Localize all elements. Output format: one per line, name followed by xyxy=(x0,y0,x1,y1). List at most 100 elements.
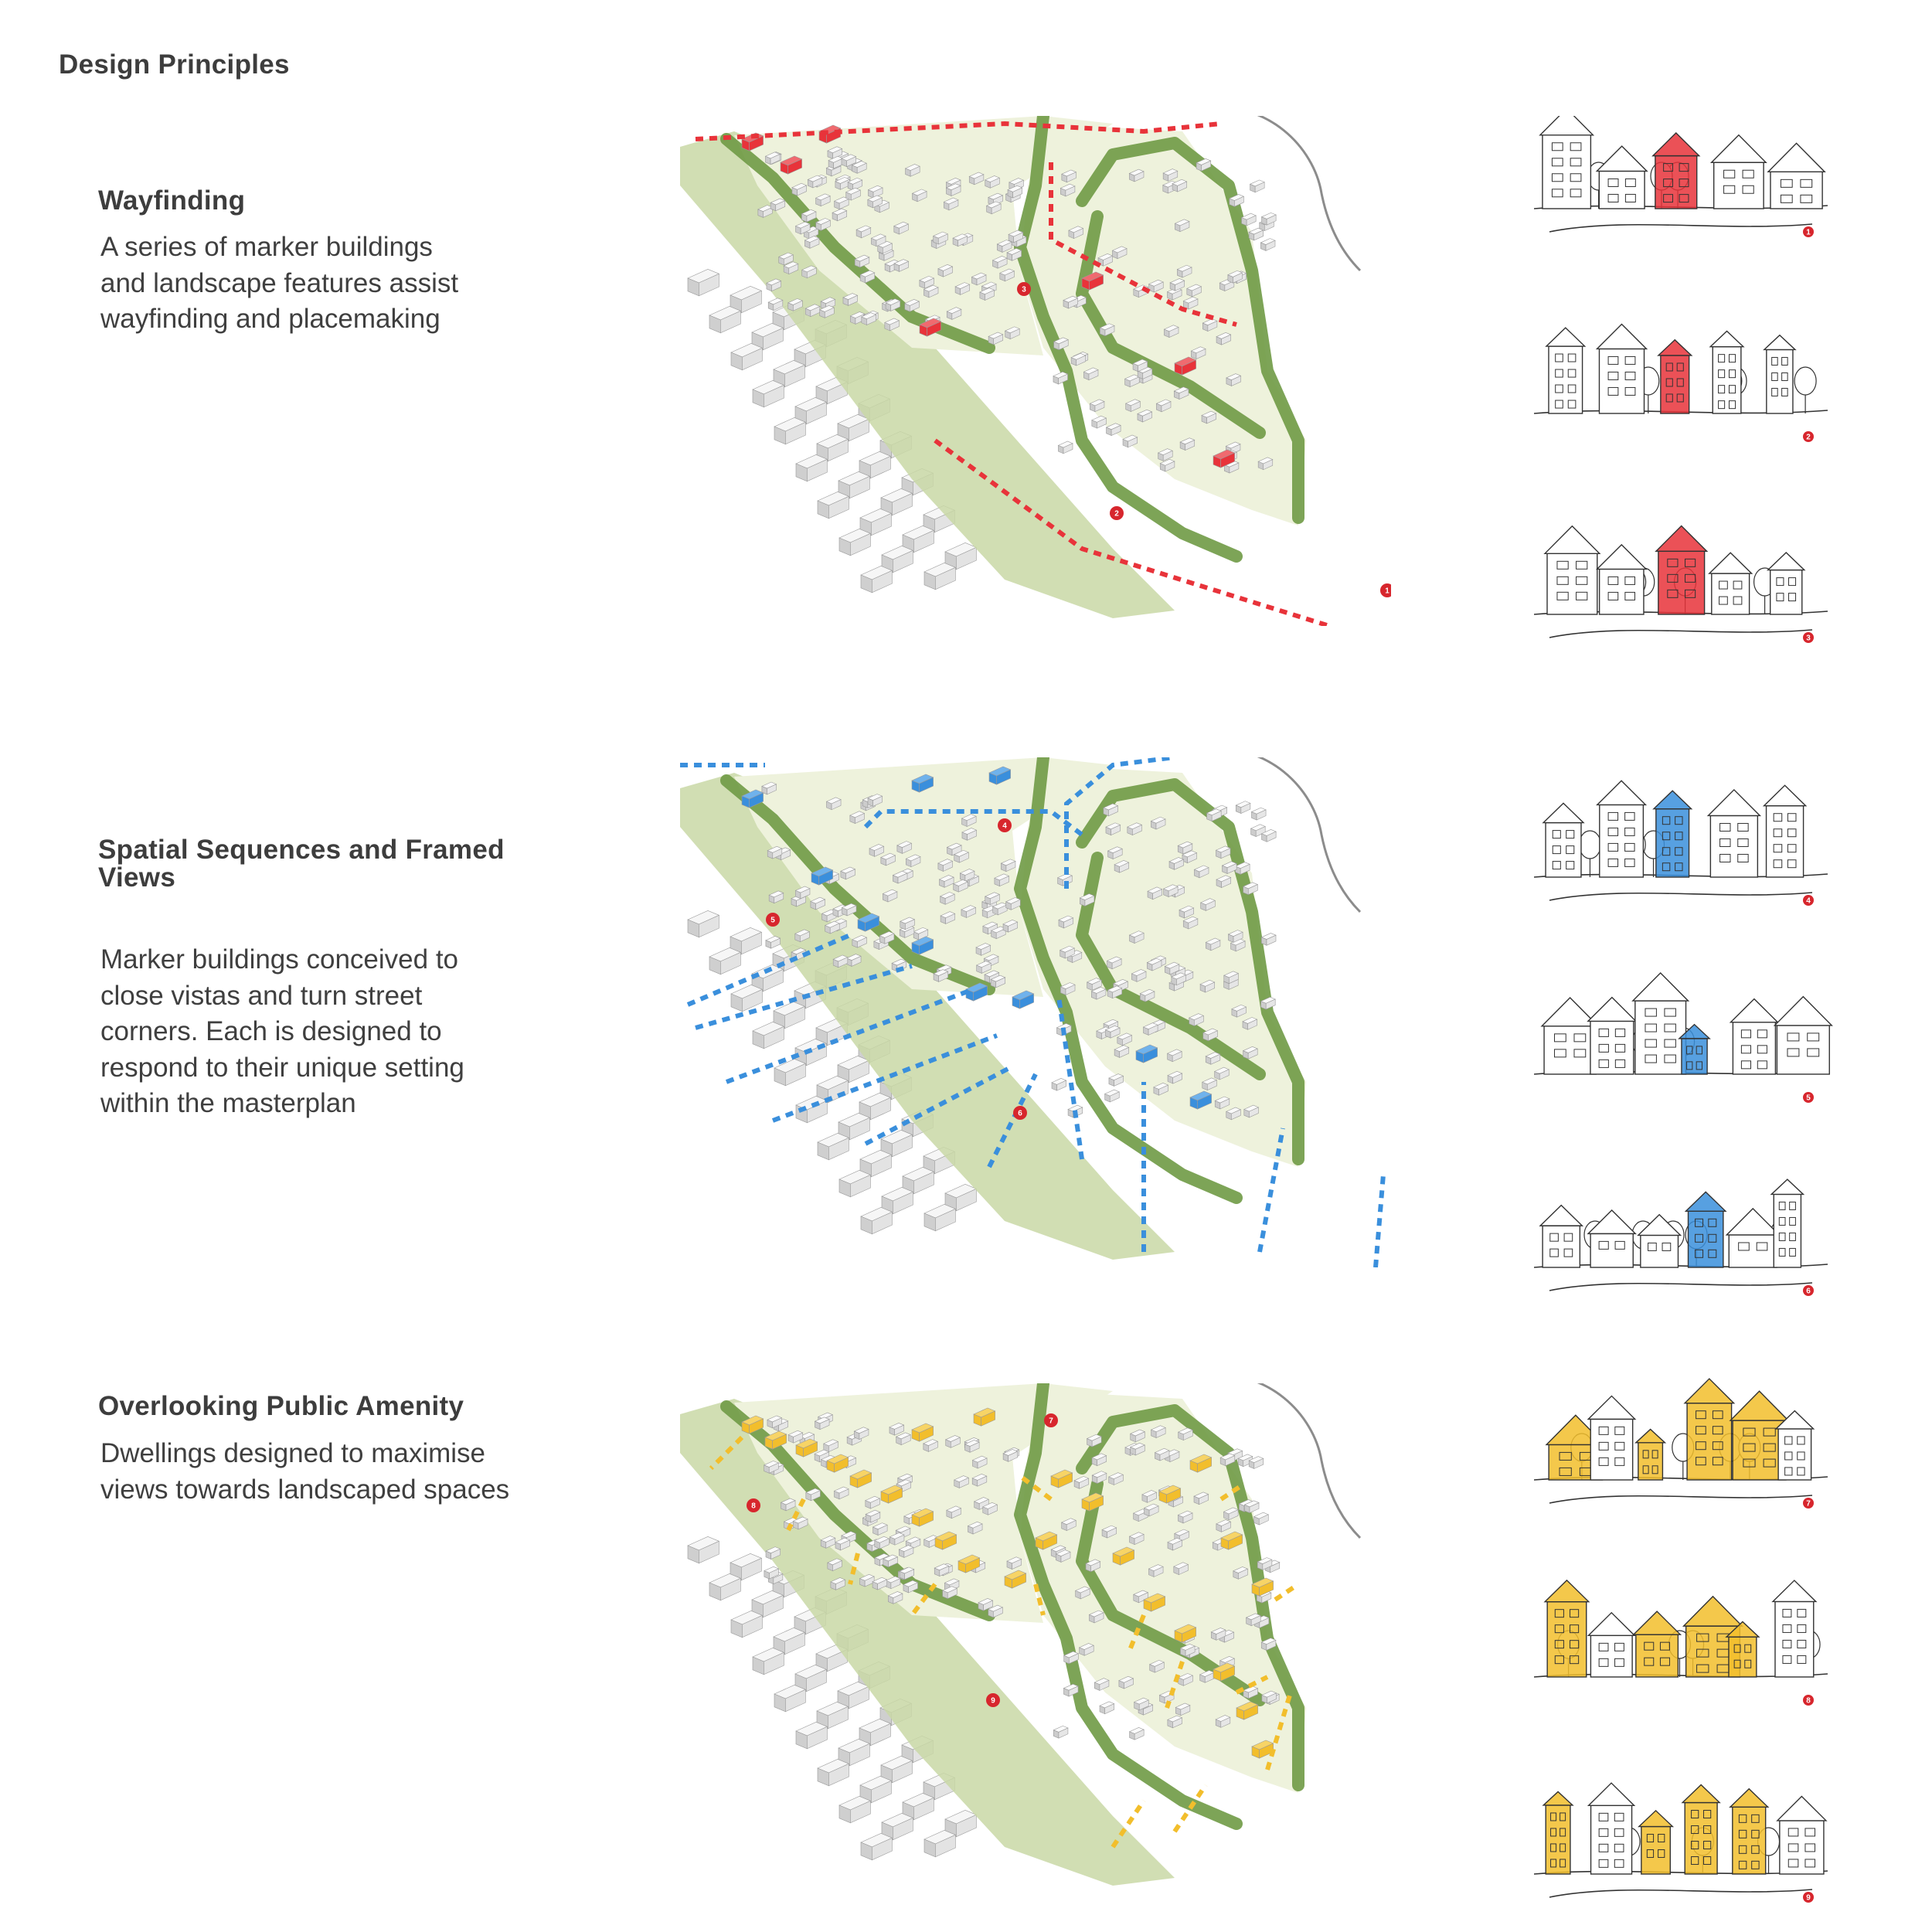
highlighted-building xyxy=(1652,790,1693,878)
highlighted-building xyxy=(1657,338,1693,414)
highlighted-building xyxy=(1684,1191,1727,1268)
hedgerow-inner xyxy=(1076,210,1266,439)
plan-marker-5: 5 xyxy=(766,913,780,927)
kerb-line xyxy=(1549,892,1813,901)
green-corridor xyxy=(1014,757,1243,1204)
western-parcel xyxy=(734,757,1113,997)
building xyxy=(1763,334,1797,414)
svg-text:3: 3 xyxy=(1806,634,1811,643)
view-arrow-d xyxy=(725,987,975,1084)
highlighted-building xyxy=(1634,1428,1667,1481)
view-arrow-l xyxy=(863,809,1083,837)
kerb-line xyxy=(1549,629,1813,638)
svg-text:6: 6 xyxy=(1018,1110,1022,1118)
view-arrow-b xyxy=(686,933,852,1007)
view-arrow-m xyxy=(1172,1784,1208,1833)
kerb-line xyxy=(1549,1889,1813,1898)
sketch-number-badge: 7 xyxy=(1803,1498,1814,1509)
building xyxy=(1773,995,1833,1075)
highlighted-building xyxy=(1725,1621,1760,1678)
highlighted-buildings xyxy=(741,124,1236,468)
plan-markers: 456 xyxy=(766,818,1027,1120)
svg-text:2: 2 xyxy=(1806,434,1811,442)
building xyxy=(1706,788,1762,878)
building xyxy=(1767,142,1826,209)
building xyxy=(1595,543,1648,615)
plan-marker-6: 6 xyxy=(1013,1106,1027,1120)
highlighted-building xyxy=(1543,1579,1590,1678)
plan-marker-3: 3 xyxy=(1017,282,1031,296)
highlighted-building xyxy=(1638,1809,1675,1875)
plan-markers: 789 xyxy=(747,1413,1058,1707)
view-arrow-d xyxy=(910,1583,937,1617)
existing-houses xyxy=(687,910,978,1235)
street-sketch-9: 9 xyxy=(1534,1782,1828,1903)
building xyxy=(1543,525,1601,615)
building xyxy=(1771,1580,1818,1678)
access-road xyxy=(1257,1383,1362,1539)
hedgerow-east xyxy=(1076,137,1304,524)
building xyxy=(1725,1207,1781,1268)
sketch-number-badge: 4 xyxy=(1803,895,1814,906)
svg-text:5: 5 xyxy=(770,917,775,925)
highlighted-building xyxy=(1651,132,1701,209)
tree xyxy=(1578,830,1602,877)
view-arrow-k xyxy=(1274,1582,1300,1602)
green-corridor xyxy=(1014,1383,1243,1830)
view-arrow-a xyxy=(709,1435,744,1471)
view-arrow-k xyxy=(1373,1174,1386,1267)
access-road xyxy=(1257,116,1362,272)
building xyxy=(1587,1782,1636,1875)
street-sketch-3: 3 xyxy=(1534,525,1828,643)
building xyxy=(1631,971,1690,1075)
masterplan-axonometric-framed-views: 456 xyxy=(680,757,1386,1267)
access-road xyxy=(1257,757,1362,913)
building xyxy=(1587,1395,1637,1481)
building xyxy=(1595,145,1648,209)
view-arrow-b xyxy=(786,1498,806,1532)
page-title: Design Principles xyxy=(59,49,290,80)
hedgerow-east xyxy=(1076,1404,1304,1791)
highlighted-building xyxy=(1542,1791,1574,1875)
svg-text:1: 1 xyxy=(1385,587,1389,596)
highlighted-buildings xyxy=(741,766,1213,1110)
svg-text:5: 5 xyxy=(1806,1094,1811,1103)
sketch-number-badge: 5 xyxy=(1803,1092,1814,1103)
masterplan-axonometric-wayfinding: 1 2 3 xyxy=(680,116,1391,626)
svg-text:1: 1 xyxy=(1806,229,1811,237)
building xyxy=(1587,1209,1637,1268)
svg-text:9: 9 xyxy=(991,1697,995,1706)
building xyxy=(1729,998,1780,1075)
svg-text:9: 9 xyxy=(1806,1894,1811,1903)
view-arrow-c xyxy=(848,1553,860,1585)
green-corridor xyxy=(1014,116,1243,563)
svg-text:3: 3 xyxy=(1022,286,1026,294)
building xyxy=(1545,327,1587,414)
view-arrow-c xyxy=(695,964,913,1030)
view-arrow-l xyxy=(1219,1481,1246,1502)
view-arrows xyxy=(680,757,1386,1267)
tree xyxy=(1794,366,1817,413)
section-heading-wayfinding: Wayfinding xyxy=(98,185,246,216)
street-sketch-4: 4 xyxy=(1534,780,1828,906)
highlighted-building xyxy=(1729,1787,1770,1875)
street-sketch-2: 2 xyxy=(1534,323,1828,442)
building xyxy=(1709,134,1767,209)
kerb-line xyxy=(1549,223,1813,233)
proposed-houses xyxy=(761,781,1277,1121)
view-arrow-n xyxy=(1111,1799,1146,1849)
highlighted-buildings xyxy=(741,1407,1274,1759)
kerb-line xyxy=(1549,1495,1813,1504)
view-arrow-g xyxy=(987,1073,1038,1168)
public-open-space xyxy=(680,131,1175,618)
view-arrow-a xyxy=(695,121,1222,141)
section-heading-spatial-sequences: Spatial Sequences and Framed Views xyxy=(98,835,505,893)
highlighted-building xyxy=(1681,1784,1721,1875)
plan-marker-2: 2 xyxy=(1110,506,1124,520)
proposed-houses xyxy=(757,146,1277,474)
view-arrow-i xyxy=(1235,1675,1269,1695)
highlighted-building xyxy=(1632,1611,1682,1678)
plan-marker-1: 1 xyxy=(1380,583,1391,597)
